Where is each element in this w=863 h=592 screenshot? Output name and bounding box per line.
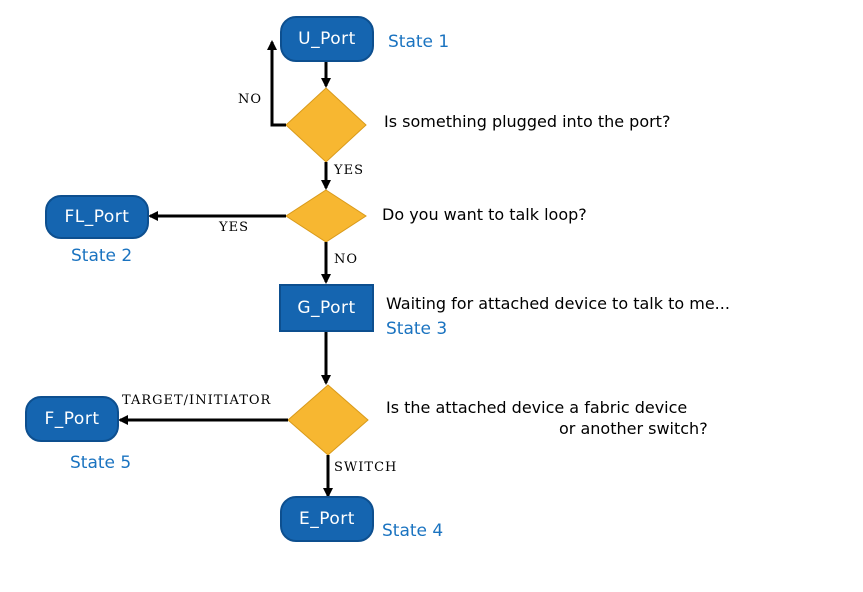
edge-label-target-initiator: TARGET/INITIATOR: [122, 393, 272, 408]
question-fabric-line-1: Is the attached device a fabric device: [386, 398, 688, 417]
decision-diamond-plugged: [285, 87, 367, 163]
question-talk-loop: Do you want to talk loop?: [382, 205, 587, 224]
state-1-label: State 1: [388, 32, 450, 52]
node-fl-port: FL_Port: [45, 195, 149, 239]
edge-label-no-2: NO: [334, 252, 359, 267]
decision-diamond-fabric: [287, 384, 369, 456]
state-5-label: State 5: [70, 453, 132, 473]
node-g-port: G_Port: [279, 284, 374, 332]
state-2-label: State 2: [71, 246, 133, 266]
question-plugged: Is something plugged into the port?: [384, 112, 671, 131]
question-fabric-line-2: or another switch?: [559, 419, 708, 438]
decision-diamond-loop: [285, 189, 367, 243]
edge-label-yes-1: YES: [334, 163, 364, 178]
edge-label-yes-2: YES: [219, 220, 249, 235]
edge-label-switch: SWITCH: [334, 460, 398, 475]
question-waiting: Waiting for attached device to talk to m…: [386, 294, 730, 313]
edge-no-loop-back: [267, 40, 286, 127]
node-e-port: E_Port: [280, 496, 374, 542]
node-u-port: U_Port: [280, 16, 374, 62]
state-3-label: State 3: [386, 319, 448, 339]
edge-label-no-1: NO: [238, 92, 263, 107]
state-4-label: State 4: [382, 521, 444, 541]
node-f-port: F_Port: [25, 396, 119, 442]
